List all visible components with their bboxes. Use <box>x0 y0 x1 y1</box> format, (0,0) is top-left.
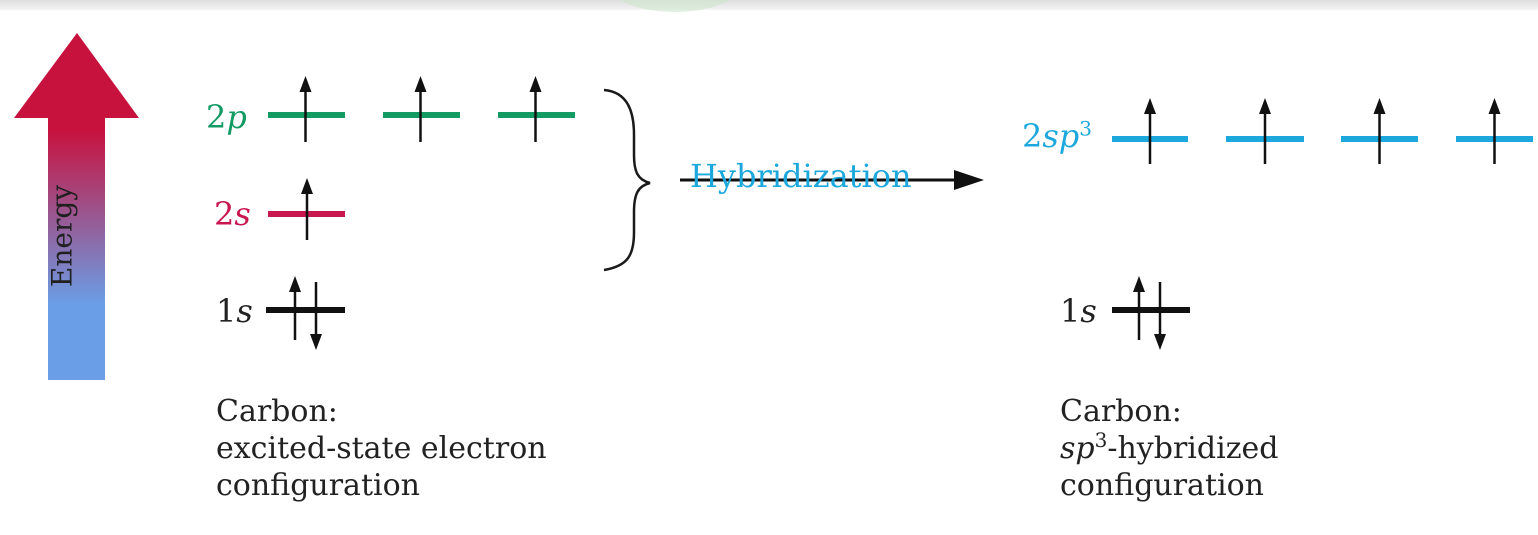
electron-1s-hybrid-down-head <box>1154 334 1166 350</box>
electron-sp3-3-head <box>1373 98 1386 114</box>
orbital-label-2sp3: 2sp3 <box>1022 117 1092 155</box>
electron-1s-excited-down-head <box>310 334 322 350</box>
orbital-label-2p-sub: p <box>226 98 247 136</box>
hybridized-caption: Carbon: sp3-hybridized configuration <box>1060 394 1278 505</box>
hybridized-caption-sp: sp <box>1060 430 1095 466</box>
grouping-brace <box>603 88 651 272</box>
excited-orbitals <box>266 76 575 350</box>
orbital-label-1s-hybrid-sub: s <box>1080 292 1097 330</box>
orbital-label-1s-excited: 1s <box>216 295 253 327</box>
hybridized-caption-rest: -hybridized <box>1107 430 1279 466</box>
energy-axis-label: Energy <box>45 184 79 288</box>
electron-2s-head <box>301 178 313 194</box>
energy-arrow <box>14 33 139 380</box>
orbital-label-2s: 2s <box>214 198 251 230</box>
electron-1s-excited-up-head <box>289 276 301 292</box>
electron-sp3-1-head <box>1144 98 1156 114</box>
orbital-label-1s-excited-sub: s <box>236 292 253 330</box>
hybridized-caption-line2: sp3-hybridized <box>1060 427 1279 468</box>
orbital-label-1s-hybrid: 1s <box>1060 295 1097 327</box>
orbital-label-2p: 2p <box>206 101 247 133</box>
orbital-label-1s-hybrid-main: 1 <box>1060 292 1081 330</box>
orbital-label-1s-excited-main: 1 <box>216 292 237 330</box>
electron-2p-2-head <box>414 76 427 92</box>
orbital-label-2sp3-sup: 3 <box>1079 116 1092 141</box>
hybridization-arrow-head <box>954 170 984 190</box>
orbital-label-2sp3-sub: sp <box>1042 117 1080 155</box>
orbital-label-2sp3-main: 2 <box>1022 117 1043 155</box>
orbital-label-2s-main: 2 <box>214 195 235 233</box>
hybridized-orbitals <box>1112 98 1533 350</box>
hybridization-label: Hybridization <box>690 157 912 195</box>
electron-2p-3-head <box>529 76 542 92</box>
electron-2p-1-head <box>299 76 312 92</box>
electron-1s-hybrid-up-head <box>1133 276 1145 292</box>
excited-caption-line2: excited-state electron <box>216 430 547 466</box>
orbital-label-2p-main: 2 <box>206 98 227 136</box>
excited-caption: Carbon: excited-state electron configura… <box>216 394 547 505</box>
orbital-label-2s-sub: s <box>234 195 251 233</box>
electron-sp3-2-head <box>1259 98 1271 114</box>
hybridized-caption-sup: 3 <box>1094 427 1108 452</box>
hybridized-caption-line1: Carbon: <box>1060 394 1182 429</box>
excited-caption-line1: Carbon: <box>216 394 338 429</box>
electron-sp3-4-head <box>1488 98 1501 114</box>
excited-caption-line3: configuration <box>216 467 420 503</box>
top-band <box>0 0 1538 12</box>
hybridized-caption-line3: configuration <box>1060 467 1264 503</box>
